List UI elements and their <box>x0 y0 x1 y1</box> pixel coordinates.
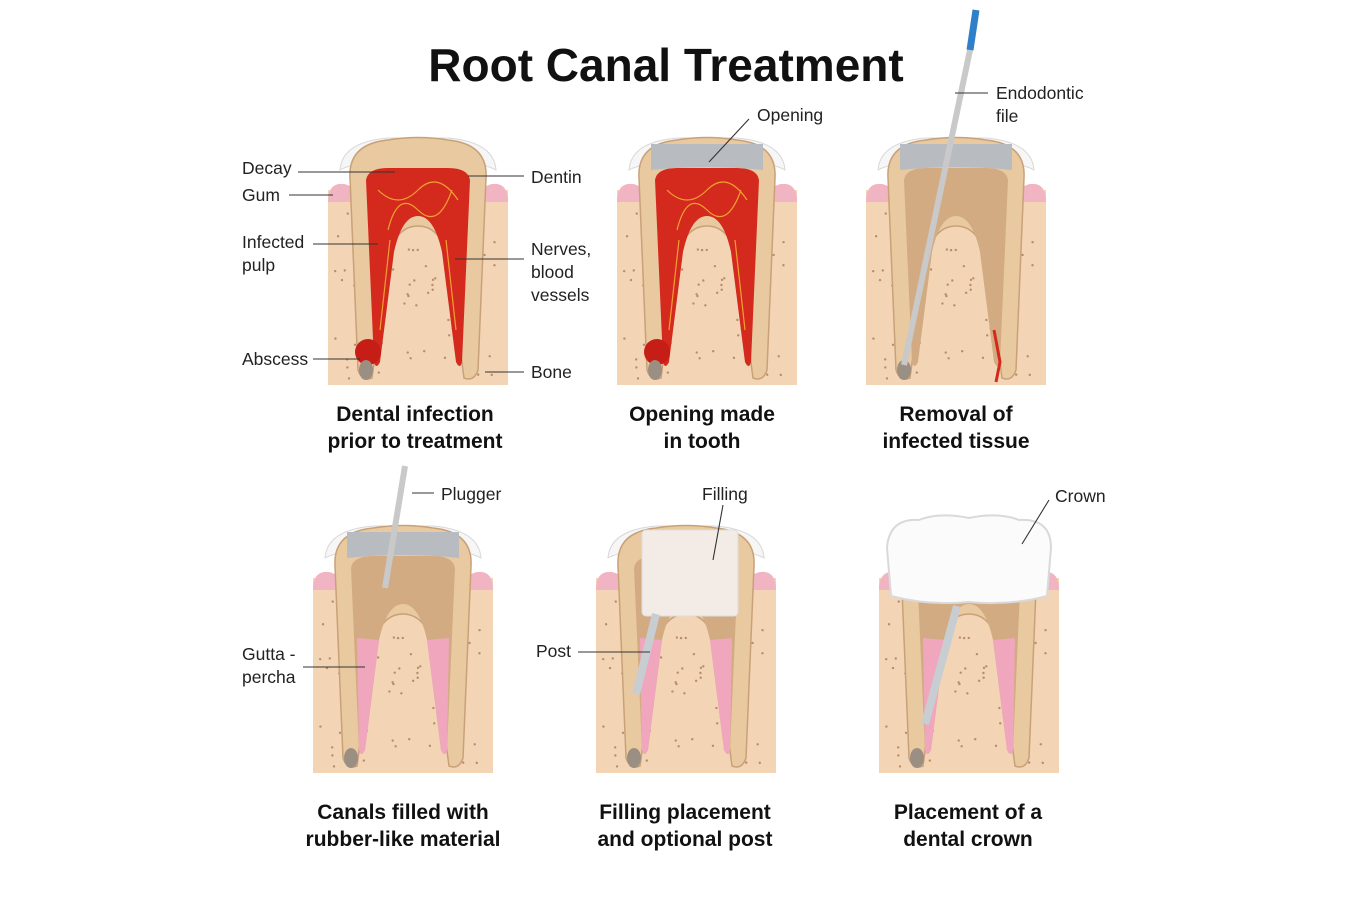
tooth-infected <box>328 136 508 385</box>
caption-opening-made-line-2: in tooth <box>663 430 741 453</box>
label-opening: Opening <box>757 105 824 125</box>
root-tip-left <box>897 360 911 380</box>
label-post: Post <box>536 641 572 661</box>
caption-canals-filled-line-1: Canals filled with <box>317 801 489 824</box>
label-nerves-line-2: blood <box>531 262 574 282</box>
abscess <box>644 339 670 365</box>
tooth-filling <box>596 524 776 773</box>
endodontic-file <box>901 49 973 366</box>
caption-opening-made: Opening made in tooth <box>552 401 852 455</box>
label-nerves-line-3: vessels <box>531 285 590 305</box>
cleaned-pulp <box>904 168 1008 366</box>
root-tip-left <box>627 748 641 768</box>
tooth-crown <box>879 514 1059 773</box>
caption-crown-placement: Placement of a dental crown <box>818 799 1118 853</box>
abscess <box>355 339 381 365</box>
label-gutta-percha-line-1: Gutta - <box>242 644 296 664</box>
caption-removal: Removal of infected tissue <box>806 401 1106 455</box>
label-gum: Gum <box>242 185 280 205</box>
label-endodontic-file-line-1: Endodontic <box>996 83 1084 103</box>
caption-canals-filled-line-2: rubber-like material <box>305 828 501 851</box>
gum-right <box>748 571 776 590</box>
opening-cap <box>651 144 763 170</box>
label-abscess: Abscess <box>242 349 309 369</box>
crown <box>885 514 1053 605</box>
cleaned-pulp <box>351 556 455 754</box>
cleaned-pulp <box>917 556 1021 754</box>
tooth-removal <box>866 9 1046 385</box>
tooth-gutta-percha <box>313 465 493 773</box>
gum-left <box>617 183 645 202</box>
gum-left <box>313 571 341 590</box>
caption-opening-made-line-1: Opening made <box>629 403 775 426</box>
residual-vessel <box>992 329 1002 383</box>
gutta-percha-right <box>993 638 1015 754</box>
caption-removal-line-2: infected tissue <box>882 430 1030 453</box>
label-gutta-percha: Gutta - percha <box>242 643 296 689</box>
label-endodontic-file: Endodontic file <box>996 82 1084 128</box>
label-plugger: Plugger <box>441 484 502 504</box>
label-filling: Filling <box>702 484 748 504</box>
caption-filling-placement: Filling placement and optional post <box>535 799 835 853</box>
diagram-title: Root Canal Treatment <box>428 39 904 91</box>
gutta-percha-right <box>427 638 449 754</box>
label-decay: Decay <box>242 158 292 178</box>
caption-dental-infection: Dental infection prior to treatment <box>265 401 565 455</box>
gum-left <box>328 183 356 202</box>
nerves <box>666 181 748 331</box>
caption-dental-infection-line-2: prior to treatment <box>327 430 503 453</box>
label-bone: Bone <box>531 362 572 382</box>
gum-right <box>769 183 797 202</box>
caption-crown-placement-line-1: Placement of a <box>893 801 1043 824</box>
root-tip-left <box>359 360 373 380</box>
plugger-tool <box>382 465 408 589</box>
caption-removal-line-1: Removal of <box>899 403 1013 426</box>
label-infected-pulp-line-2: pulp <box>242 255 276 275</box>
label-nerves-line-1: Nerves, <box>531 239 592 259</box>
gum-left <box>596 571 624 590</box>
caption-filling-placement-line-2: and optional post <box>597 828 773 851</box>
root-tip-left <box>648 360 662 380</box>
tooth-opening <box>617 136 797 385</box>
post <box>632 613 660 695</box>
gum-right <box>465 571 493 590</box>
label-nerves: Nerves, blood vessels <box>531 238 591 307</box>
label-dentin: Dentin <box>531 167 582 187</box>
file-handle <box>966 9 980 51</box>
post <box>921 604 961 726</box>
label-crown: Crown <box>1055 486 1106 506</box>
label-endodontic-file-line-2: file <box>996 106 1019 126</box>
caption-filling-placement-line-1: Filling placement <box>599 801 771 824</box>
caption-crown-placement-line-2: dental crown <box>903 828 1033 851</box>
gum-right <box>1018 183 1046 202</box>
gutta-percha-right <box>710 638 732 754</box>
root-tip-left <box>910 748 924 768</box>
opening-cap <box>347 532 459 558</box>
label-infected-pulp: Infected pulp <box>242 231 304 277</box>
label-infected-pulp-line-1: Infected <box>242 232 305 252</box>
nerves <box>377 181 459 331</box>
opening-cap <box>900 144 1012 170</box>
label-gutta-percha-line-2: percha <box>242 667 296 687</box>
gum-left <box>866 183 894 202</box>
caption-canals-filled: Canals filled with rubber-like material <box>253 799 553 853</box>
root-tip-left <box>344 748 358 768</box>
gum-right <box>480 183 508 202</box>
caption-dental-infection-line-1: Dental infection <box>336 403 494 426</box>
